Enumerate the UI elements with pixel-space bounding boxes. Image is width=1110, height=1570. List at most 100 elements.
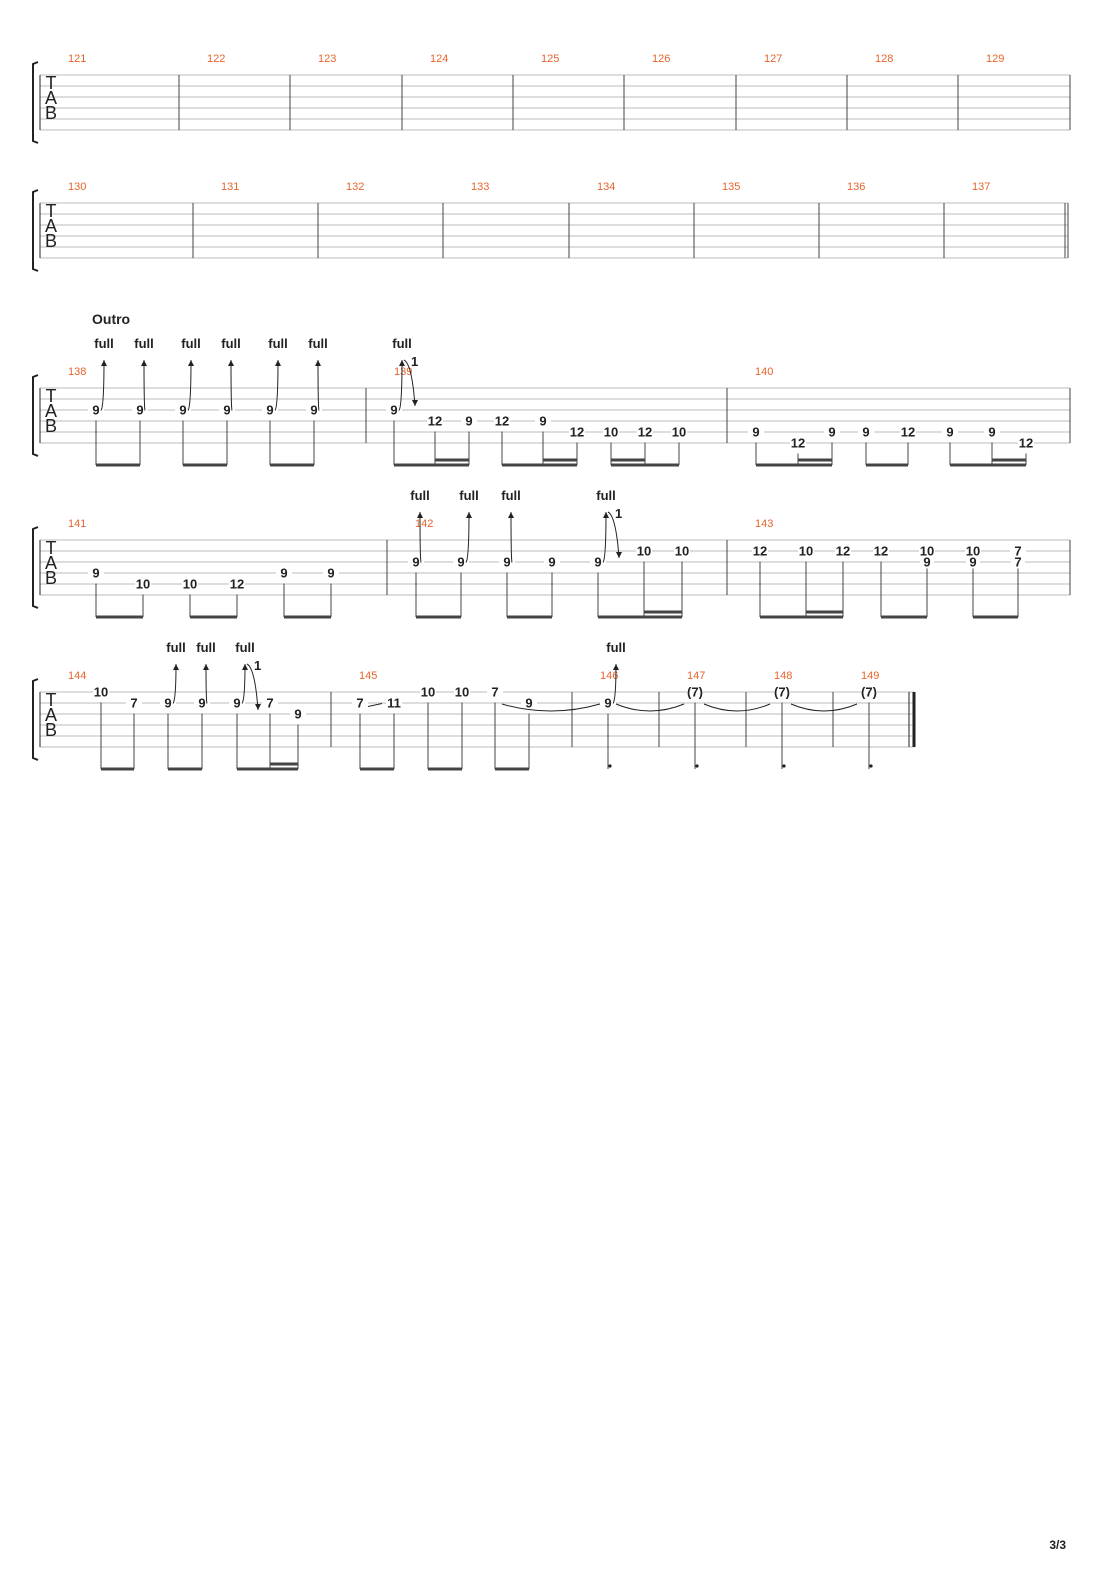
- fret-number: 7: [130, 696, 137, 711]
- system-bracket: [32, 189, 39, 272]
- fret-knockout: [461, 415, 477, 428]
- bend-arrowhead: [417, 512, 423, 518]
- bend-arrowhead: [188, 360, 194, 366]
- fret-knockout: [1011, 556, 1025, 569]
- fret-knockout: [194, 697, 210, 710]
- bend-curve: [602, 511, 607, 563]
- fret-knockout: [873, 545, 889, 558]
- bend-label: full: [596, 488, 616, 503]
- measure-number: 129: [986, 53, 1004, 65]
- fret-number: 9: [412, 555, 419, 570]
- tab-clef-letter: B: [45, 720, 57, 740]
- measure-number: 134: [597, 181, 615, 193]
- fret-knockout: [182, 578, 198, 591]
- bend-arrowhead: [315, 360, 321, 366]
- section-label: Outro: [92, 311, 130, 327]
- bend-curve: [100, 359, 105, 411]
- bend-label: full: [392, 336, 412, 351]
- tab-clef-letter: A: [45, 705, 57, 725]
- fret-knockout: [544, 556, 560, 569]
- fret-knockout: [984, 426, 1000, 439]
- measure-number: 145: [359, 670, 377, 682]
- tie: [790, 703, 858, 712]
- bend-arrowhead: [203, 664, 209, 670]
- fret-knockout: [1018, 437, 1034, 450]
- fret-knockout: [835, 545, 851, 558]
- bend-arrowhead: [508, 512, 514, 518]
- measure-number: 123: [318, 53, 336, 65]
- tab-clef-letter: A: [45, 553, 57, 573]
- fret-number: 10: [637, 544, 651, 559]
- measure-number: 136: [847, 181, 865, 193]
- fret-knockout: [219, 404, 235, 417]
- fret-number: 10: [183, 577, 197, 592]
- bend-label: full: [459, 488, 479, 503]
- page-number: 3/3: [1049, 1538, 1066, 1552]
- fret-number: 7: [491, 685, 498, 700]
- fret-knockout: [636, 545, 652, 558]
- fret-number: 9: [92, 403, 99, 418]
- measure-number: 144: [68, 670, 86, 682]
- tab-clef-letter: T: [46, 538, 57, 558]
- fret-number: 9: [327, 566, 334, 581]
- release-arrowhead: [412, 400, 418, 406]
- measure-number: 135: [722, 181, 740, 193]
- fret-number: 9: [223, 403, 230, 418]
- fret-number: 12: [570, 425, 584, 440]
- measure-number: 138: [68, 366, 86, 378]
- release-curve: [246, 663, 259, 711]
- fret-knockout: [494, 415, 510, 428]
- fret-number: 7: [266, 696, 273, 711]
- measure-number: 131: [221, 181, 239, 193]
- fret-number: 9: [969, 555, 976, 570]
- fret-knockout: [790, 437, 806, 450]
- fret-knockout: [453, 556, 469, 569]
- fret-number: 9: [465, 414, 472, 429]
- fret-knockout: [88, 567, 104, 580]
- fret-knockout: [229, 578, 245, 591]
- measure-number: 128: [875, 53, 893, 65]
- fret-number: (7): [861, 685, 877, 700]
- release-label: 1: [411, 354, 418, 369]
- tab-clef-letter: A: [45, 88, 57, 108]
- fret-knockout: [569, 426, 585, 439]
- fret-number: 9: [752, 425, 759, 440]
- measure-number: 143: [755, 518, 773, 530]
- fret-knockout: [861, 686, 877, 699]
- fret-knockout: [687, 686, 703, 699]
- fret-knockout: [600, 697, 616, 710]
- fret-number: 9: [233, 696, 240, 711]
- tab-clef-letter: T: [46, 690, 57, 710]
- fret-number: 9: [164, 696, 171, 711]
- measure-number: 121: [68, 53, 86, 65]
- bend-label: full: [221, 336, 241, 351]
- bend-curve: [398, 359, 403, 411]
- measure-number: 132: [346, 181, 364, 193]
- fret-number: (7): [687, 685, 703, 700]
- bend-curve: [187, 359, 192, 411]
- tab-clef-letter: A: [45, 216, 57, 236]
- bend-arrowhead: [399, 360, 405, 366]
- fret-number: (7): [774, 685, 790, 700]
- measure-number: 148: [774, 670, 792, 682]
- fret-number: 9: [548, 555, 555, 570]
- fret-knockout: [306, 404, 322, 417]
- fret-knockout: [798, 545, 814, 558]
- fret-number: 9: [828, 425, 835, 440]
- measure-number: 133: [471, 181, 489, 193]
- bend-curve: [419, 511, 422, 563]
- measure-number: 127: [764, 53, 782, 65]
- fret-knockout: [175, 404, 191, 417]
- dot: [695, 764, 699, 768]
- fret-knockout: [88, 404, 104, 417]
- tab-clef-letter: B: [45, 416, 57, 436]
- bend-arrowhead: [603, 512, 609, 518]
- bend-label: full: [268, 336, 288, 351]
- bend-arrowhead: [141, 360, 147, 366]
- fret-knockout: [229, 697, 245, 710]
- fret-number: 7: [356, 696, 363, 711]
